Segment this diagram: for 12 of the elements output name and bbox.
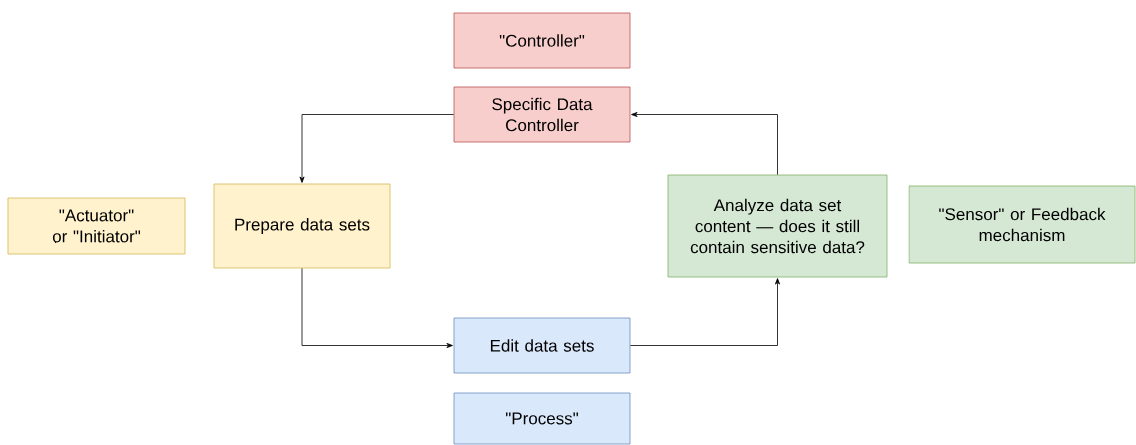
process-box: Specific Data Controller [453, 86, 631, 143]
arrow [631, 112, 778, 175]
process-box: "Process" [453, 392, 631, 445]
process-box: Analyze data set content — does it still contain sensitive data? [667, 174, 888, 278]
process-box: "Controller" [453, 12, 631, 69]
arrow [299, 114, 454, 183]
process-box: Prepare data sets [213, 183, 391, 269]
process-box: "Actuator" or "Initiator" [7, 197, 186, 255]
process-box: Edit data sets [453, 317, 631, 374]
arrow [630, 278, 780, 346]
arrow [301, 268, 453, 348]
process-box: "Sensor" or Feedback mechanism [908, 185, 1136, 264]
